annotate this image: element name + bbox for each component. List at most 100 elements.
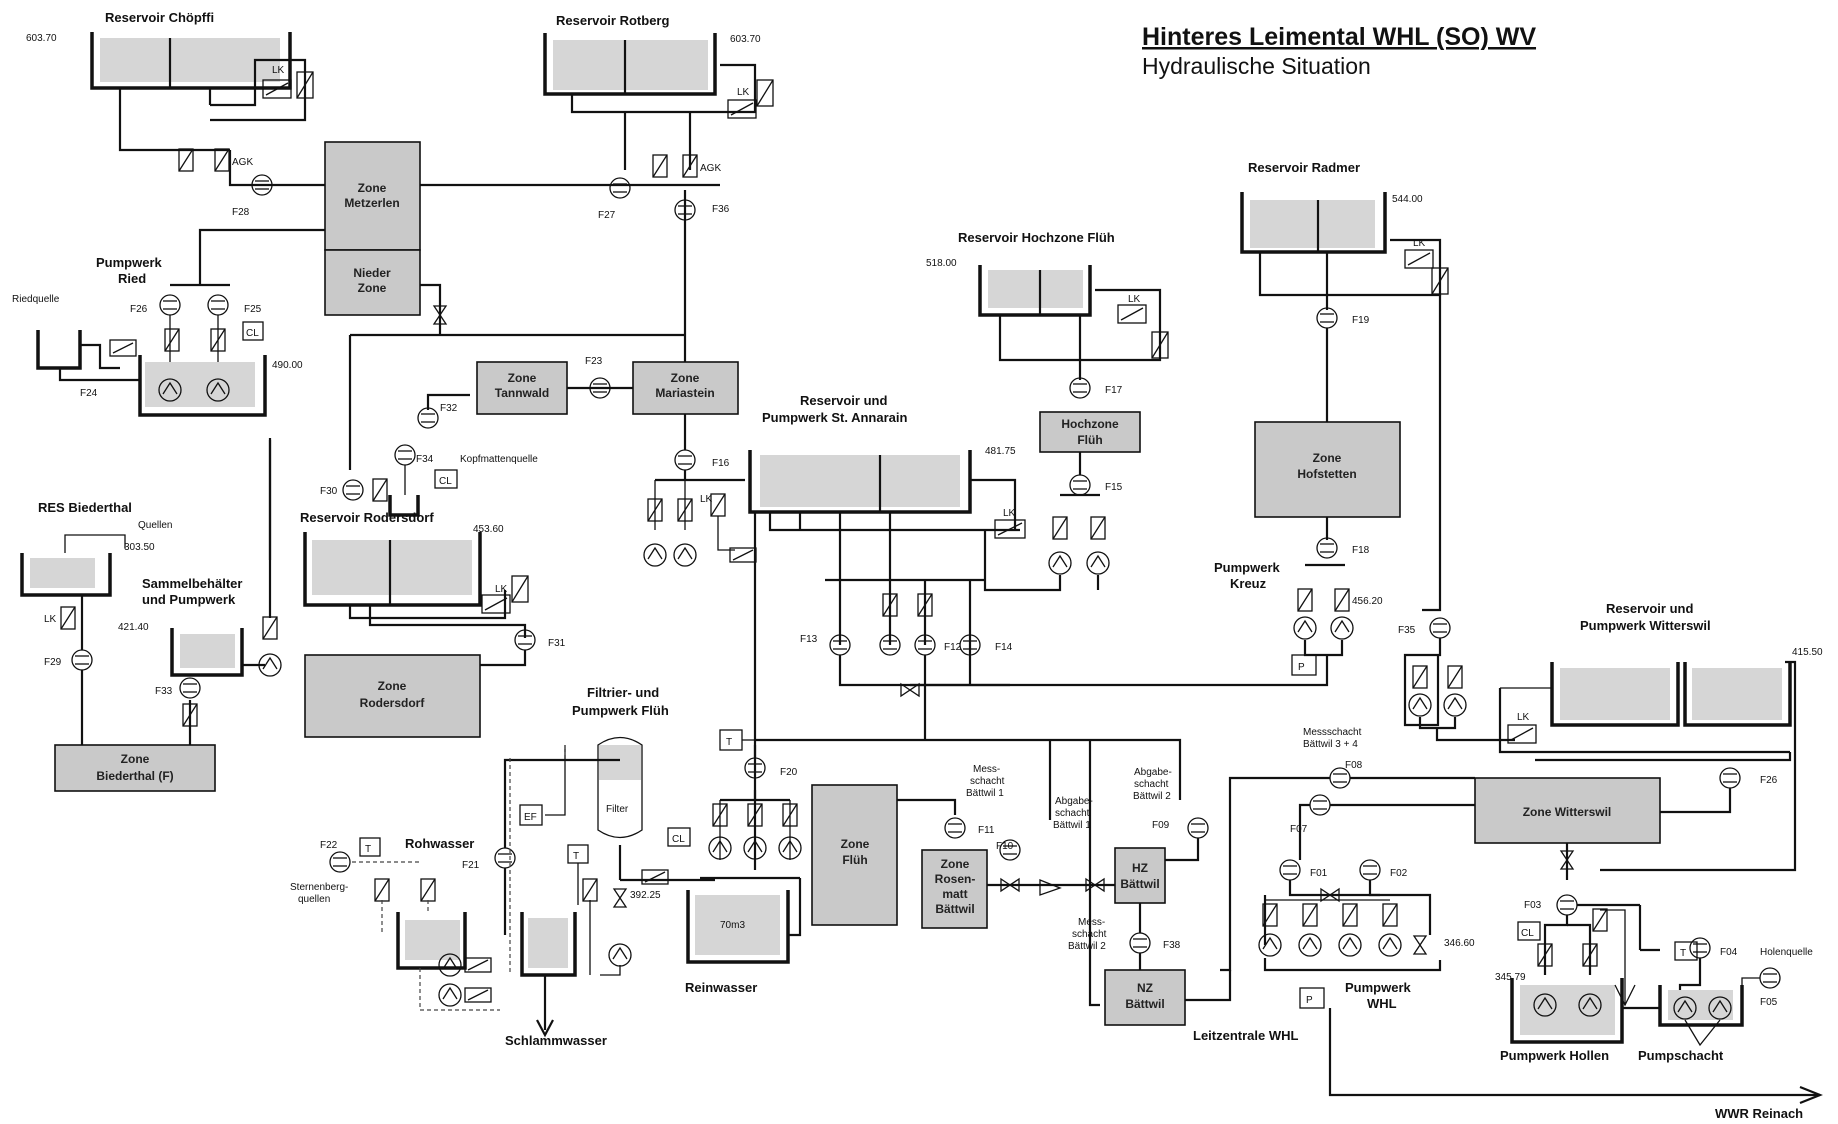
svg-text:Pumpwerk St. Annarain: Pumpwerk St. Annarain [762, 410, 907, 425]
svg-text:Bättwil 1: Bättwil 1 [966, 788, 1004, 799]
witterswil-supply: F35 [1398, 295, 1515, 742]
svg-text:F28: F28 [232, 207, 250, 218]
svg-text:LK: LK [700, 494, 713, 505]
svg-text:F10: F10 [996, 841, 1014, 852]
svg-text:Rohwasser: Rohwasser [405, 836, 474, 851]
svg-text:Bättwil: Bättwil [1120, 877, 1159, 891]
svg-text:LK: LK [1413, 238, 1426, 249]
pumpwerk-whl: F01 F02 346.60 Pumpwerk WHL P Leitzentra… [1193, 859, 1475, 1043]
svg-text:Pumpschacht: Pumpschacht [1638, 1048, 1724, 1063]
svg-text:Nieder: Nieder [353, 266, 391, 280]
svg-text:F17: F17 [1105, 385, 1123, 396]
svg-text:LK: LK [1003, 508, 1016, 519]
svg-text:Riedquelle: Riedquelle [12, 294, 60, 305]
svg-text:und Pumpwerk: und Pumpwerk [142, 592, 236, 607]
svg-text:Zone: Zone [508, 371, 537, 385]
svg-text:F16: F16 [712, 458, 730, 469]
svg-text:F19: F19 [1352, 315, 1370, 326]
svg-text:F02: F02 [1390, 868, 1408, 879]
zone-tannwald: Zone Tannwald [476, 361, 568, 415]
svg-text:P: P [1298, 662, 1305, 673]
svg-text:Flüh: Flüh [1077, 433, 1102, 447]
svg-text:AGK: AGK [700, 163, 721, 174]
svg-text:Reservoir Rotberg: Reservoir Rotberg [556, 13, 669, 28]
svg-text:EF: EF [524, 812, 537, 823]
svg-text:Sammelbehälter: Sammelbehälter [142, 576, 242, 591]
svg-text:Rodersdorf: Rodersdorf [360, 696, 426, 710]
svg-text:F07: F07 [1290, 824, 1308, 835]
reservoir-radmer: Reservoir Radmer 544.00 LK F19 [1240, 160, 1449, 422]
svg-text:518.00: 518.00 [926, 258, 957, 269]
svg-text:CL: CL [439, 476, 452, 487]
svg-text:Zone Witterswil: Zone Witterswil [1523, 805, 1612, 819]
svg-text:F26: F26 [130, 304, 148, 315]
flow-meters-f12-f14: F13 F12 F14 [800, 530, 1013, 740]
svg-text:WHL: WHL [1367, 996, 1397, 1011]
svg-text:Rosen-: Rosen- [935, 872, 976, 886]
zone-flueh: Zone Flüh [811, 784, 898, 926]
svg-text:schacht: schacht [1055, 808, 1090, 819]
svg-text:CL: CL [672, 834, 685, 845]
svg-text:Reinwasser: Reinwasser [685, 980, 757, 995]
svg-text:Biederthal (F): Biederthal (F) [96, 769, 173, 783]
svg-text:Pumpwerk: Pumpwerk [1214, 560, 1281, 575]
svg-text:415.50: 415.50 [1792, 647, 1823, 658]
svg-text:F29: F29 [44, 657, 62, 668]
svg-text:CL: CL [246, 328, 259, 339]
svg-text:F11: F11 [978, 825, 995, 836]
zone-hz-baettwil: HZ Bättwil [1114, 847, 1166, 904]
svg-text:Schlammwasser: Schlammwasser [505, 1033, 607, 1048]
svg-text:matt: matt [942, 887, 967, 901]
svg-text:schacht: schacht [1134, 779, 1169, 790]
svg-text:LK: LK [737, 87, 750, 98]
svg-text:F01: F01 [1310, 868, 1328, 879]
svg-text:Kopfmattenquelle: Kopfmattenquelle [460, 454, 538, 465]
reservoir-witterswil: Reservoir und Pumpwerk Witterswil 415.50… [1498, 601, 1823, 872]
svg-text:F23: F23 [585, 356, 603, 367]
reservoir-hochzone-flueh: Reservoir Hochzone Flüh 518.00 LK F17 Ho… [926, 230, 1169, 592]
svg-text:Quellen: Quellen [138, 520, 172, 531]
svg-text:Zone: Zone [1313, 451, 1342, 465]
svg-text:F09: F09 [1152, 820, 1170, 831]
zone-hofstetten: Zone Hofstetten [1254, 421, 1401, 518]
zone-rodersdorf: Zone Rodersdorf [304, 654, 481, 738]
svg-text:F38: F38 [1163, 940, 1181, 951]
svg-text:Reservoir Hochzone Flüh: Reservoir Hochzone Flüh [958, 230, 1115, 245]
svg-text:Filter: Filter [606, 804, 629, 815]
svg-text:F32: F32 [440, 403, 458, 414]
svg-text:schacht: schacht [970, 776, 1005, 787]
svg-text:WWR Reinach: WWR Reinach [1715, 1106, 1803, 1121]
svg-text:LK: LK [1517, 712, 1530, 723]
svg-text:LK: LK [1128, 294, 1141, 305]
svg-text:Kreuz: Kreuz [1230, 576, 1267, 591]
svg-text:Reservoir und: Reservoir und [800, 393, 887, 408]
messschacht-baettwil-3-4: Messschacht Bättwil 3 + 4 F08 F07 [1220, 727, 1475, 972]
reservoir-biederthal: RES Biederthal Quellen 303.50 LK F29 Sam… [20, 440, 282, 745]
svg-text:RES Biederthal: RES Biederthal [38, 500, 132, 515]
svg-text:T: T [365, 844, 371, 855]
svg-text:F15: F15 [1105, 482, 1123, 493]
svg-text:Reservoir und: Reservoir und [1606, 601, 1693, 616]
filter-plant-flueh: Filtrier- und Pumpwerk Flüh Filter 392.2… [567, 685, 802, 995]
svg-text:490.00: 490.00 [272, 360, 303, 371]
svg-text:Bättwil 1: Bättwil 1 [1053, 820, 1091, 831]
svg-text:F22: F22 [320, 840, 338, 851]
svg-text:Mess-: Mess- [1078, 917, 1105, 928]
svg-text:F31: F31 [548, 638, 566, 649]
svg-text:Zone: Zone [941, 857, 970, 871]
pumpwerk-kreuz: Pumpwerk Kreuz 456.20 P [910, 560, 1383, 687]
zone-biederthal: Zone Biederthal (F) [54, 744, 216, 792]
reservoir-rotberg: Reservoir Rotberg 603.70 LK AGK F27 F36 [543, 13, 774, 221]
zone-nz-baettwil: NZ Bättwil [1104, 969, 1186, 1026]
svg-text:F25: F25 [244, 304, 262, 315]
diagram-title: Hinteres Leimental WHL (SO) WV [1142, 23, 1536, 51]
svg-text:603.70: 603.70 [26, 33, 57, 44]
svg-text:Pumpwerk: Pumpwerk [1345, 980, 1412, 995]
svg-text:F26: F26 [1760, 775, 1778, 786]
svg-text:Sternenberg-: Sternenberg- [290, 882, 348, 893]
rohwasser-sternenberg: Rohwasser F21 EF Schlammwasser F22 T Ste… [290, 745, 620, 1048]
svg-text:Zone: Zone [121, 752, 150, 766]
svg-text:Tannwald: Tannwald [495, 386, 549, 400]
reservoir-st-annarain: Reservoir und Pumpwerk St. Annarain 481.… [643, 393, 1026, 870]
